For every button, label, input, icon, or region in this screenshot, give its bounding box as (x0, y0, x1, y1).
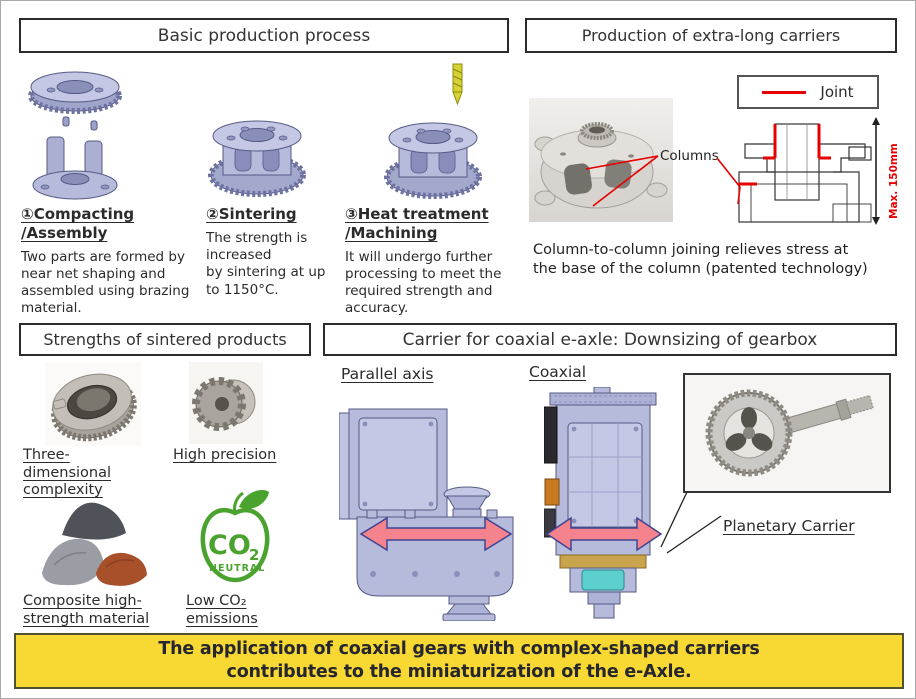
co2-neutral-icon: CO 2 NEUTRAL (200, 489, 270, 583)
process-step-2: ②Sintering The strength is increased by … (206, 205, 348, 299)
machined-carrier-cad-icon (384, 63, 482, 199)
co2-neutral-logo: CO 2 NEUTRAL (193, 487, 277, 587)
powder-photo (34, 495, 154, 593)
header-coaxial-carrier-label: Carrier for coaxial e-axle: Downsizing o… (402, 329, 818, 350)
header-coaxial-carrier: Carrier for coaxial e-axle: Downsizing o… (323, 323, 897, 356)
step-1-title: ①Compacting /Assembly (21, 205, 135, 242)
coaxial-gearbox-icon (544, 387, 662, 619)
planetary-leader-lines (660, 491, 722, 554)
co2-logo-co-text: CO (208, 530, 251, 561)
coaxial-gearbox-image (544, 387, 662, 619)
parallel-gearbox-image (339, 406, 519, 621)
carrier-photo (529, 98, 673, 222)
joint-line-icon (762, 90, 807, 94)
pinion-gear-icon (189, 362, 263, 444)
strength-label-3d-complexity: Three- dimensional complexity (23, 447, 112, 499)
header-basic-production: Basic production process (19, 18, 509, 53)
step-2-title: ②Sintering (206, 205, 297, 223)
header-extra-long-carriers-label: Production of extra-long carriers (581, 26, 841, 45)
ring-gear-icon (45, 362, 141, 446)
coaxial-label: Coaxial (529, 363, 587, 381)
ring-gear-photo (45, 362, 141, 446)
pinion-gear-photo (189, 362, 263, 444)
dimension-arrow: Max. 150mm (869, 117, 905, 225)
max-height-label: Max. 150mm (888, 143, 900, 219)
max-height-dimension-icon: Max. 150mm (872, 117, 900, 225)
co2-logo-neutral-text: NEUTRAL (209, 563, 265, 574)
step-2-description: The strength is increased by sintering a… (206, 229, 326, 298)
extra-long-caption: Column-to-column joining relieves stress… (533, 242, 868, 277)
sintering-image (207, 103, 307, 199)
carrier-cross-section-icon (738, 123, 872, 223)
header-strengths-label: Strengths of sintered products (43, 330, 287, 349)
assembled-carrier-cad-icon (208, 120, 306, 197)
parallel-axis-label: Parallel axis (341, 365, 434, 383)
cross-section-drawing (737, 120, 875, 225)
planetary-carrier-label: Planetary Carrier (723, 517, 855, 535)
header-extra-long-carriers: Production of extra-long carriers (525, 18, 897, 53)
drill-icon (452, 63, 463, 106)
compacting-assembly-image (27, 65, 127, 205)
planetary-carrier-photo-icon (685, 375, 889, 491)
parallel-gearbox-icon (339, 408, 514, 621)
strength-label-composite-material: Composite high- strength material (23, 593, 150, 627)
header-basic-production-label: Basic production process (157, 25, 371, 46)
planetary-carrier-box (683, 373, 891, 493)
step-1-description: Two parts are formed by near net shaping… (21, 248, 190, 317)
metal-powder-icon (42, 502, 147, 586)
process-step-3: ③Heat treatment /Machining It will under… (345, 205, 519, 318)
co2-logo-sub2-text: 2 (249, 546, 259, 564)
step-3-title: ③Heat treatment /Machining (345, 205, 489, 242)
joint-highlight-lines (739, 124, 831, 186)
size-arrow-parallel (359, 516, 513, 552)
step-3-description: It will undergo further processing to me… (345, 248, 502, 317)
strength-label-low-co2: Low CO₂ emissions (186, 593, 258, 627)
joint-legend: Joint (737, 75, 879, 109)
conclusion-banner: The application of coaxial gears with co… (14, 633, 904, 689)
process-step-1: ①Compacting /Assembly Two parts are form… (21, 205, 203, 318)
metal-carrier-photo-icon (529, 98, 673, 222)
strength-label-high-precision: High precision (173, 447, 277, 463)
joint-legend-label: Joint (820, 83, 854, 101)
heat-treatment-image (383, 63, 483, 201)
exploded-carrier-cad-icon (28, 71, 122, 200)
header-strengths: Strengths of sintered products (19, 323, 311, 356)
columns-label: Columns (660, 148, 719, 164)
